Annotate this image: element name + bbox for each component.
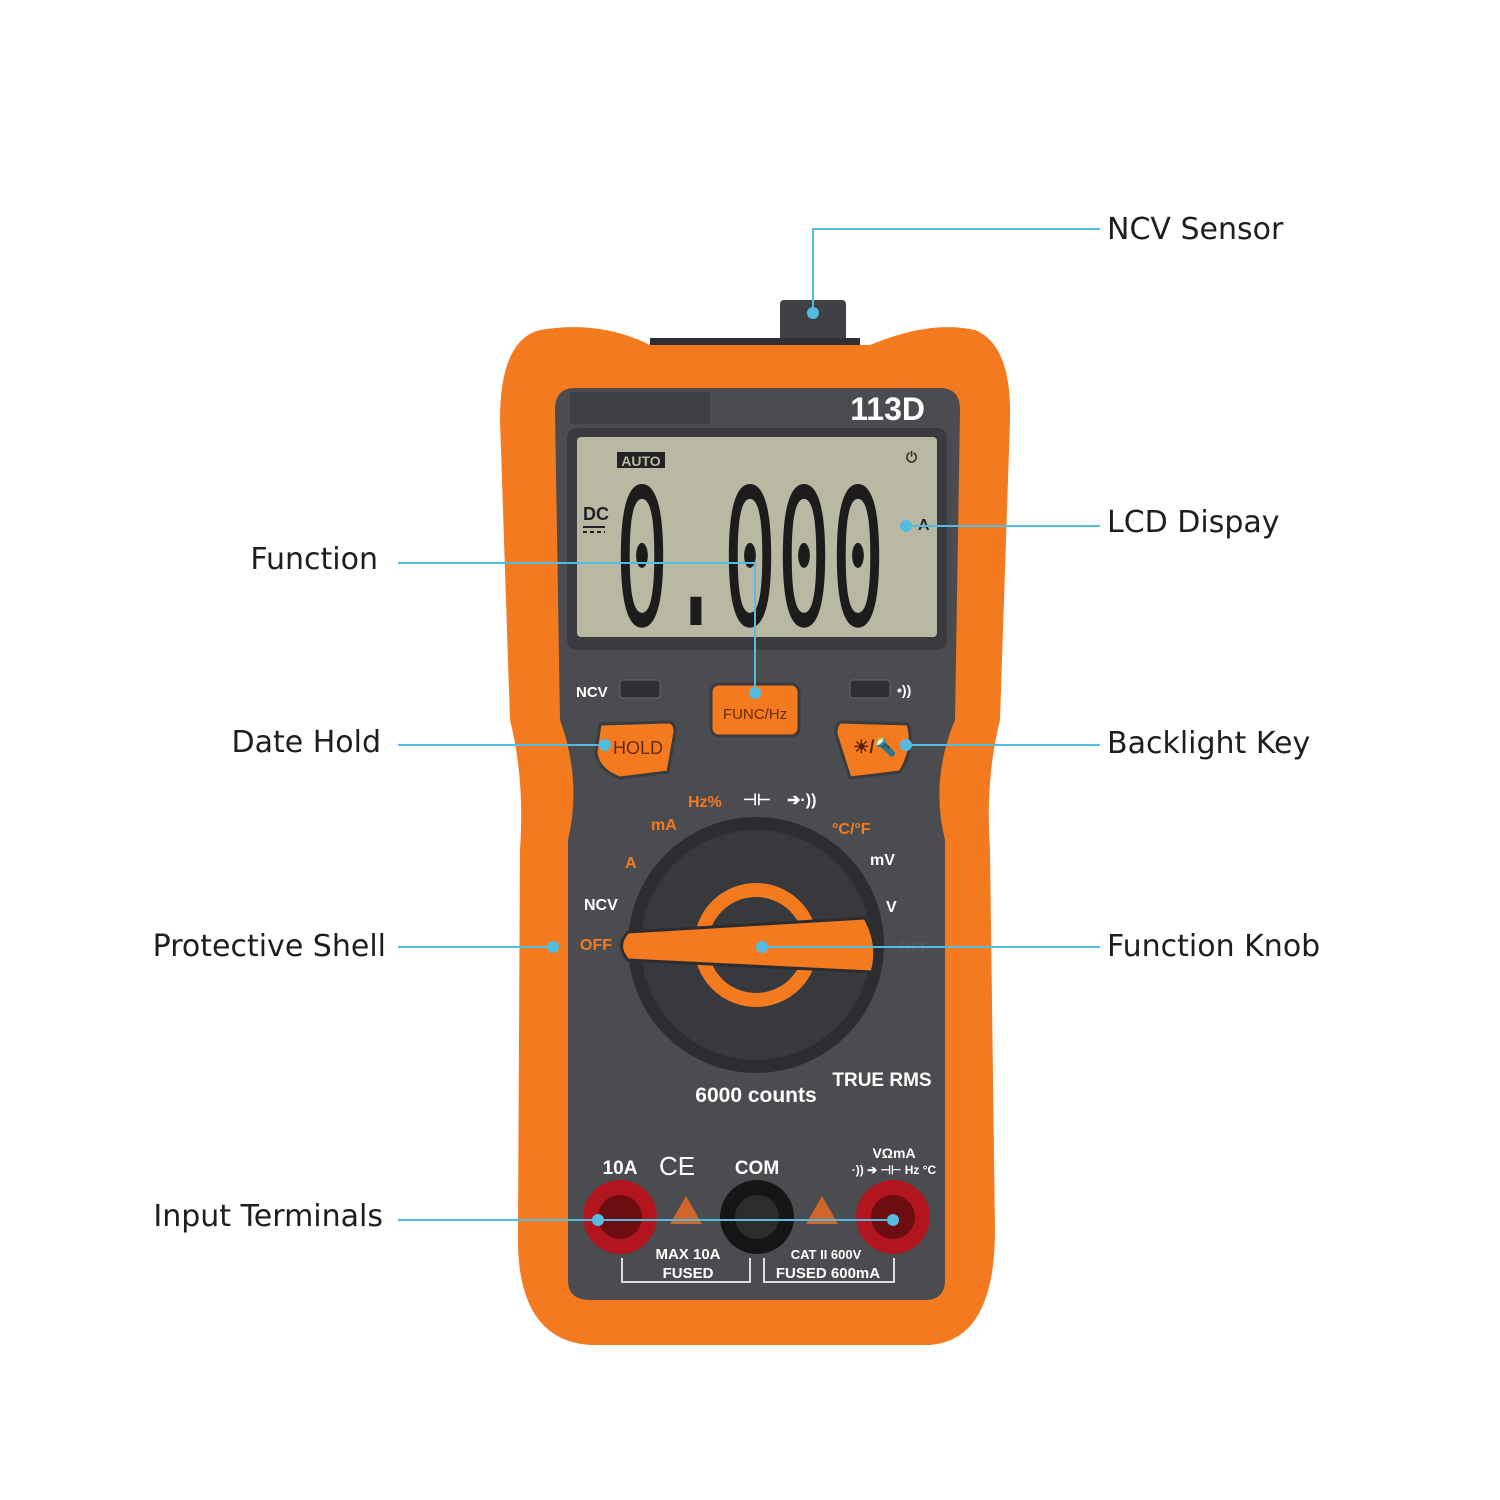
backlight-button[interactable]: ☀/🔦 bbox=[834, 720, 912, 780]
callout-protective-shell: Protective Shell bbox=[152, 929, 386, 964]
terminal-10a-label: 10A bbox=[603, 1158, 638, 1179]
callout-data-hold: Date Hold bbox=[231, 725, 381, 760]
lcd-display bbox=[577, 437, 937, 637]
dial-labels: OFF NCV A mA Hz% ⊣⊢ ➔·)) °C/°F mV V OFF bbox=[580, 792, 930, 957]
lcd-dc-indicator: DC bbox=[583, 504, 609, 524]
svg-text:Hz%: Hz% bbox=[688, 794, 722, 811]
svg-text:OFF: OFF bbox=[580, 937, 612, 954]
svg-text:OFF: OFF bbox=[898, 940, 930, 957]
fused-label: FUSED bbox=[663, 1265, 714, 1282]
ncv-led bbox=[619, 679, 661, 699]
svg-text:A: A bbox=[625, 855, 637, 872]
svg-text:V: V bbox=[886, 899, 897, 916]
svg-text:FUNC/Hz: FUNC/Hz bbox=[723, 706, 787, 723]
capacitance-icon: ⊣⊢ bbox=[743, 792, 771, 809]
ncv-sensor bbox=[780, 300, 846, 350]
fused-600ma-label: FUSED 600mA bbox=[776, 1265, 880, 1282]
lcd-auto-indicator: AUTO bbox=[621, 453, 661, 469]
true-rms-label: TRUE RMS bbox=[832, 1070, 931, 1091]
buzzer-led bbox=[849, 679, 891, 699]
svg-text:°C/°F: °C/°F bbox=[832, 821, 871, 838]
terminal-10a[interactable] bbox=[583, 1180, 657, 1254]
hold-button[interactable]: HOLD bbox=[594, 720, 677, 780]
model-label: 113D bbox=[850, 391, 925, 427]
callout-lines bbox=[398, 228, 1100, 1221]
callout-function-knob: Function Knob bbox=[1107, 929, 1321, 964]
warning-icon bbox=[670, 1196, 702, 1224]
callout-ncv-sensor: NCV Sensor bbox=[1107, 212, 1284, 247]
terminal-vma-symbols: ·)) ➔ ⊣⊢ Hz °C bbox=[852, 1163, 937, 1177]
lcd-reading: 0.000 bbox=[615, 449, 885, 670]
svg-text:HOLD: HOLD bbox=[613, 738, 663, 758]
backlight-flashlight-icon: ☀/🔦 bbox=[853, 736, 897, 758]
warning-icon bbox=[806, 1196, 838, 1224]
func-hz-button[interactable]: FUNC/Hz bbox=[709, 682, 801, 738]
svg-text:mA: mA bbox=[651, 817, 677, 834]
counts-label: 6000 counts bbox=[695, 1084, 816, 1107]
callout-input-terminals: Input Terminals bbox=[153, 1199, 383, 1234]
ncv-label: NCV bbox=[576, 684, 608, 701]
callout-backlight-key: Backlight Key bbox=[1107, 726, 1311, 761]
sound-icon: •)) bbox=[897, 682, 911, 698]
svg-text:mV: mV bbox=[870, 852, 895, 869]
power-icon: ⏻ bbox=[906, 449, 917, 465]
callout-dots bbox=[547, 307, 912, 1226]
callout-function: Function bbox=[250, 542, 378, 577]
max-10a-label: MAX 10A bbox=[655, 1246, 720, 1263]
diode-continuity-icon: ➔·)) bbox=[787, 792, 816, 809]
callout-lcd-display: LCD Dispay bbox=[1107, 505, 1280, 540]
function-knob[interactable] bbox=[620, 916, 877, 974]
terminal-vma-label: VΩmA bbox=[872, 1145, 915, 1161]
ce-mark: CE bbox=[659, 1151, 695, 1181]
terminal-com-label: COM bbox=[735, 1158, 779, 1179]
svg-text:NCV: NCV bbox=[584, 897, 618, 914]
terminal-com[interactable] bbox=[720, 1180, 794, 1254]
cat-rating-label: CAT II 600V bbox=[791, 1247, 862, 1262]
